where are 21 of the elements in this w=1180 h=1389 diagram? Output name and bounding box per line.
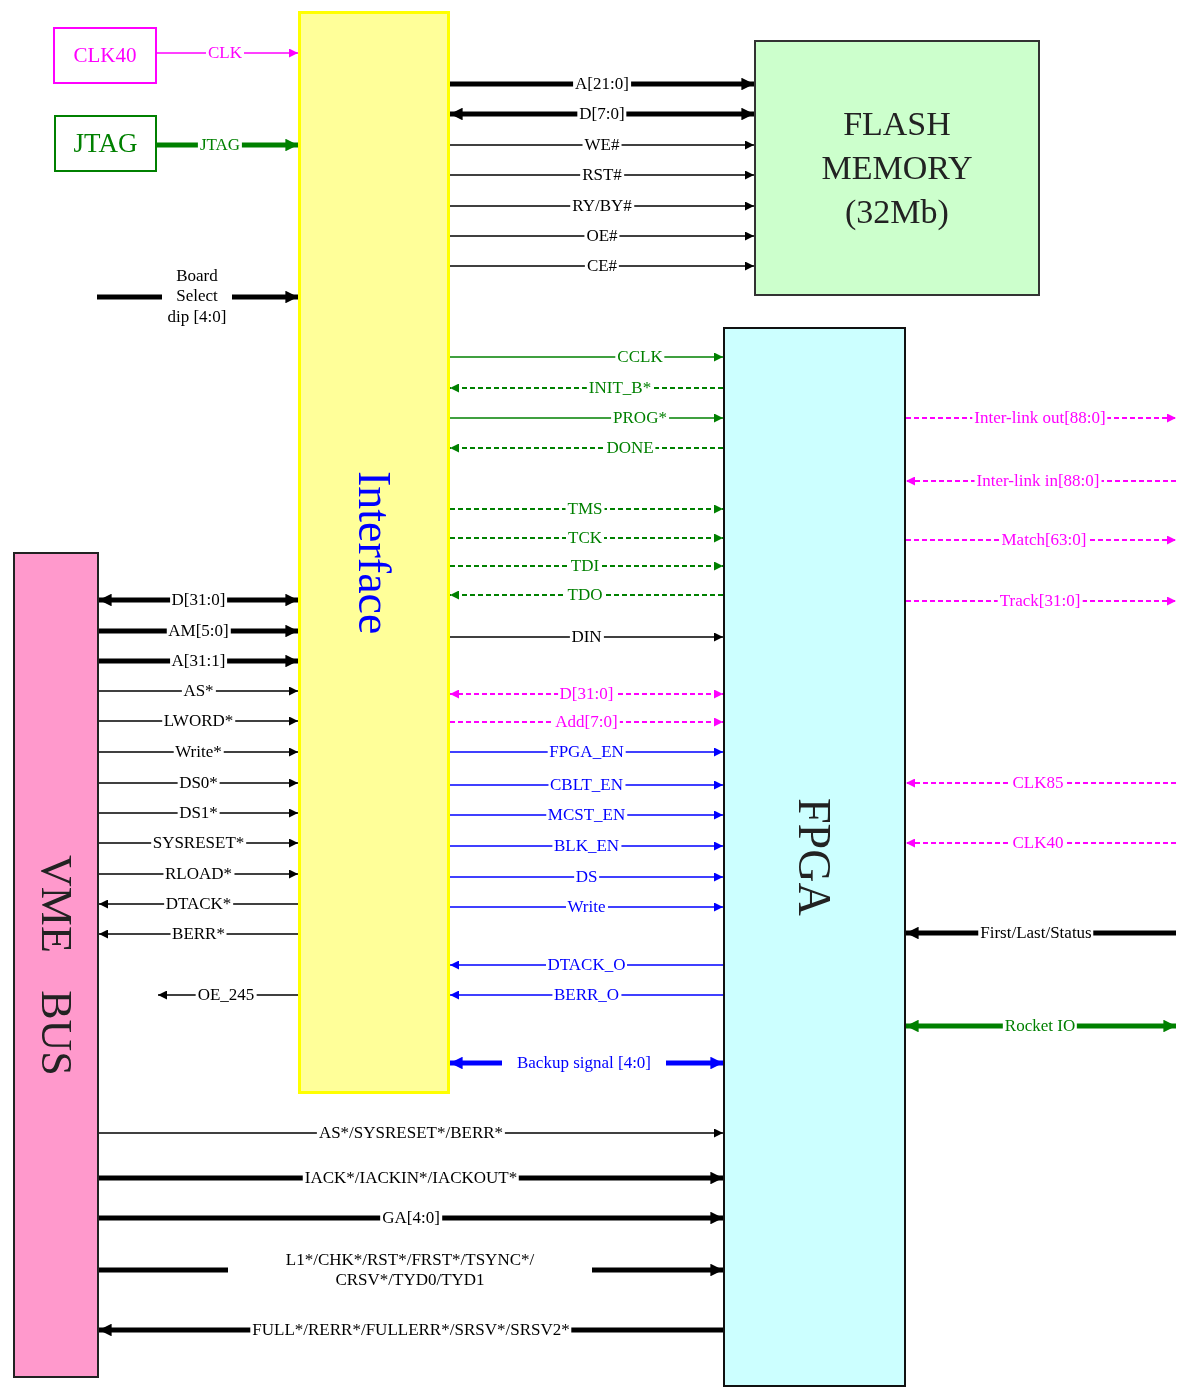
signal-arrow <box>449 504 724 514</box>
signal-arrow <box>449 533 724 543</box>
block-label: FLASH MEMORY (32Mb) <box>820 103 974 233</box>
signal-arrow <box>449 231 755 241</box>
jtag-box <box>54 115 157 172</box>
vme-bus-block <box>13 552 99 1378</box>
flash-memory-block <box>754 40 1040 296</box>
edge-label: Board Select dip [4:0] <box>162 266 232 328</box>
signal-arrow <box>449 872 724 882</box>
signal-arrow <box>99 1211 723 1225</box>
clock-source-box <box>53 27 157 84</box>
signal-arrow <box>449 590 724 600</box>
block-label: VME BUS <box>30 854 82 1076</box>
block-label: JTAG <box>73 126 138 160</box>
block-label: Interface <box>347 470 401 635</box>
block-label: FPGA <box>788 798 842 916</box>
signal-arrow <box>449 261 755 271</box>
interface-block <box>298 11 450 1094</box>
block-label: CLK40 <box>73 41 137 69</box>
fpga-block <box>723 327 906 1387</box>
signal-arrow <box>449 561 724 571</box>
